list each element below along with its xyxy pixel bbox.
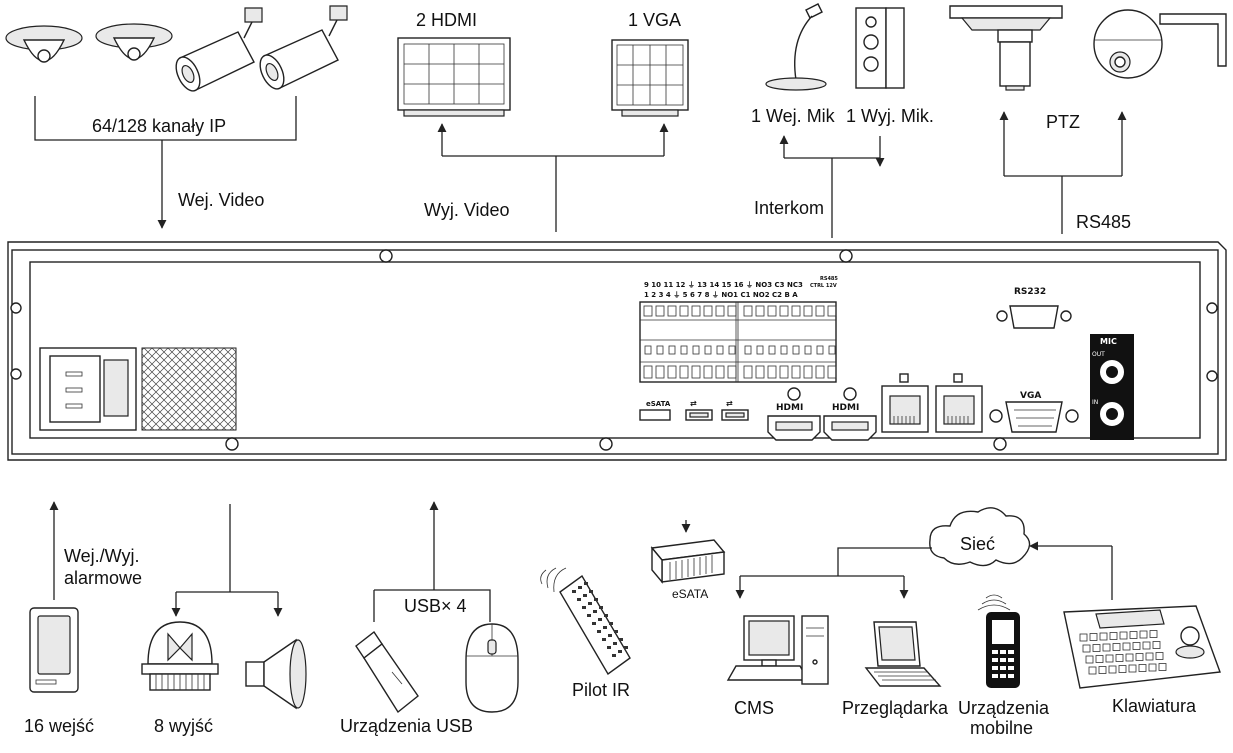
horn-icon — [245, 638, 307, 710]
ptz-label: PTZ — [1046, 112, 1080, 132]
video-out-label: Wyj. Video — [424, 200, 510, 220]
terminal-bottom-labels: 1 2 3 4 ⏚ 5 6 7 8 ⏚ NO1 C1 NO2 C2 B A — [644, 291, 798, 299]
microphone-icon — [765, 3, 827, 91]
speaker-icon — [855, 7, 905, 89]
dome-camera-icon — [5, 25, 83, 63]
vga-port-label: VGA — [1020, 391, 1041, 401]
ptz-keyboard-icon — [1063, 605, 1221, 689]
alarm-sensor-icon — [29, 607, 79, 693]
usb-port: ⇄ — [721, 399, 749, 421]
fan-grill — [141, 347, 237, 431]
mic-port-label: MIC — [1100, 337, 1117, 346]
vga-port: VGA — [989, 391, 1079, 433]
keyboard-label: Klawiatura — [1112, 696, 1197, 716]
intercom-label: Interkom — [754, 198, 824, 218]
ir-remote-label: Pilot IR — [572, 680, 630, 700]
rs232-port-label: RS232 — [1014, 287, 1046, 297]
svg-text:⇄: ⇄ — [690, 399, 697, 408]
svg-text:⇄: ⇄ — [726, 399, 733, 408]
usb-count-label: USB× 4 — [404, 596, 467, 616]
alarm-io-label-line2: alarmowe — [64, 568, 142, 588]
alarm-terminal-block: 9 10 11 12 ⏚ 13 14 15 16 ⏚ NO3 C3 NC3 CT… — [639, 276, 838, 383]
video-in-label: Wej. Video — [178, 190, 264, 210]
monitor-icon — [611, 39, 689, 117]
esata-port: eSATA — [639, 400, 671, 421]
terminal-top-extra: CTRL 12V — [810, 283, 837, 289]
usb-stick-icon — [355, 630, 419, 714]
bullet-camera-icon — [175, 7, 263, 92]
desktop-pc-icon — [726, 615, 829, 685]
alarm-inputs-label: 16 wejść — [24, 716, 94, 736]
mouse-icon — [465, 623, 519, 713]
monitor-icon — [397, 37, 511, 117]
laptop-icon — [864, 621, 942, 687]
mic-out-label: 1 Wyj. Mik. — [846, 106, 934, 126]
ptz-camera-icon — [949, 5, 1063, 91]
ptz-camera-icon — [1093, 9, 1227, 79]
esata-port-label: eSATA — [646, 400, 671, 408]
terminal-bottom-extra: RS485 — [820, 276, 838, 282]
power-socket — [39, 347, 137, 431]
mobile-label-line2: mobilne — [970, 718, 1033, 738]
ir-remote-icon — [540, 567, 631, 676]
esata-drive-icon — [650, 539, 726, 584]
rs232-port: RS232 — [996, 287, 1072, 329]
alarm-outputs-label: 8 wyjść — [154, 716, 213, 736]
mobile-label-line1: Urządzenia — [958, 698, 1050, 718]
mic-out-jack-label: OUT — [1092, 351, 1105, 358]
siren-icon — [141, 621, 219, 691]
mobile-phone-icon — [977, 594, 1020, 688]
esata-device-label: eSATA — [672, 587, 708, 601]
lan-port — [881, 373, 929, 433]
cms-label: CMS — [734, 698, 774, 718]
network-label: Sieć — [960, 534, 995, 554]
cloud-icon — [929, 507, 1031, 567]
mic-in-jack-label: IN — [1092, 399, 1098, 406]
mic-in-label: 1 Wej. Mik — [751, 106, 836, 126]
dome-camera-icon — [95, 23, 173, 61]
ip-channels-label: 64/128 kanały IP — [92, 116, 226, 136]
alarm-io-label-line1: Wej./Wyj. — [64, 546, 140, 566]
usb-devices-label: Urządzenia USB — [340, 716, 473, 736]
lan-port — [935, 373, 983, 433]
hdmi-port: HDMI — [767, 387, 821, 441]
usb-port: ⇄ — [685, 399, 713, 421]
hdmi-port-label-2: HDMI — [832, 403, 859, 413]
rs485-label: RS485 — [1076, 212, 1131, 232]
terminal-top-labels: 9 10 11 12 ⏚ 13 14 15 16 ⏚ NO3 C3 NC3 — [644, 281, 803, 289]
vga-display-label: 1 VGA — [628, 10, 681, 30]
browser-label: Przeglądarka — [842, 698, 949, 718]
hdmi-port-label: HDMI — [776, 403, 803, 413]
bullet-camera-icon — [259, 5, 348, 90]
mic-jacks: MIC OUT IN — [1090, 334, 1134, 440]
hdmi-display-label: 2 HDMI — [416, 10, 477, 30]
hdmi-port: HDMI — [823, 387, 877, 441]
